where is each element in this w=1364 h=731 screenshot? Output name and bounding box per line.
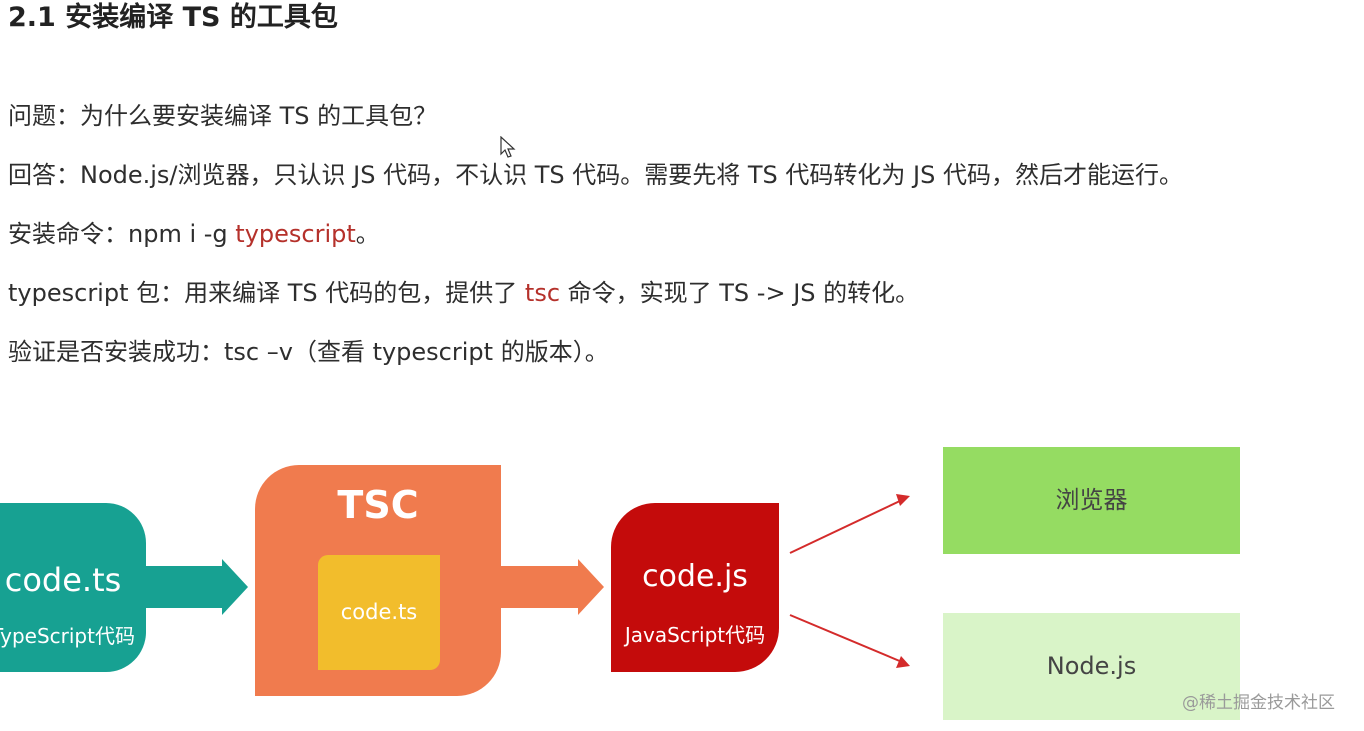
watermark: @稀土掘金技术社区 — [1182, 693, 1335, 713]
ts-box-sub-label: TypeScript代码 — [0, 624, 135, 648]
page-title: 2.1 安装编译 TS 的工具包 — [8, 2, 338, 33]
answer-text: 回答：Node.js/浏览器，只认识 JS 代码，不认识 TS 代码。需要先将 … — [8, 161, 1183, 189]
javascript-code-box: code.js JavaScript代码 — [611, 503, 779, 672]
install-suffix: 。 — [355, 220, 380, 248]
arrow-to-browser-head-icon — [896, 494, 910, 506]
pkg-highlight: tsc — [524, 279, 561, 307]
arrow-to-node-line — [789, 614, 903, 663]
pkg-prefix: typescript 包：用来编译 TS 代码的包，提供了 — [8, 279, 525, 307]
tsc-compiler-box: TSC code.ts — [255, 465, 501, 696]
install-command-line: 安装命令：npm i -g typescript。 — [8, 218, 380, 250]
arrow-to-node-head-icon — [896, 656, 910, 668]
pkg-suffix: 命令，实现了 TS -> JS 的转化。 — [560, 279, 920, 307]
verify-text: 验证是否安装成功：tsc –v（查看 typescript 的版本）。 — [8, 338, 609, 366]
install-highlight: typescript — [235, 220, 356, 248]
arrow-tsc-to-js-icon — [501, 559, 604, 615]
tsc-label: TSC — [337, 483, 419, 527]
tsc-inner-code-box: code.ts — [318, 555, 440, 670]
ts-box-main-label: code.ts — [4, 561, 122, 599]
js-box-sub-label: JavaScript代码 — [624, 623, 766, 647]
node-target-box: Node.js — [943, 613, 1240, 720]
question-text: 问题：为什么要安装编译 TS 的工具包？ — [8, 102, 438, 130]
package-description-line: typescript 包：用来编译 TS 代码的包，提供了 tsc 命令，实现了… — [8, 277, 919, 309]
browser-target-box: 浏览器 — [943, 447, 1240, 554]
js-box-main-label: code.js — [642, 559, 748, 594]
mouse-cursor-icon — [500, 136, 516, 158]
arrow-to-browser-line — [789, 499, 903, 554]
typescript-code-box: code.ts TypeScript代码 — [0, 503, 146, 672]
install-prefix: 安装命令：npm i -g — [8, 220, 236, 248]
arrow-ts-to-tsc-icon — [146, 559, 248, 615]
